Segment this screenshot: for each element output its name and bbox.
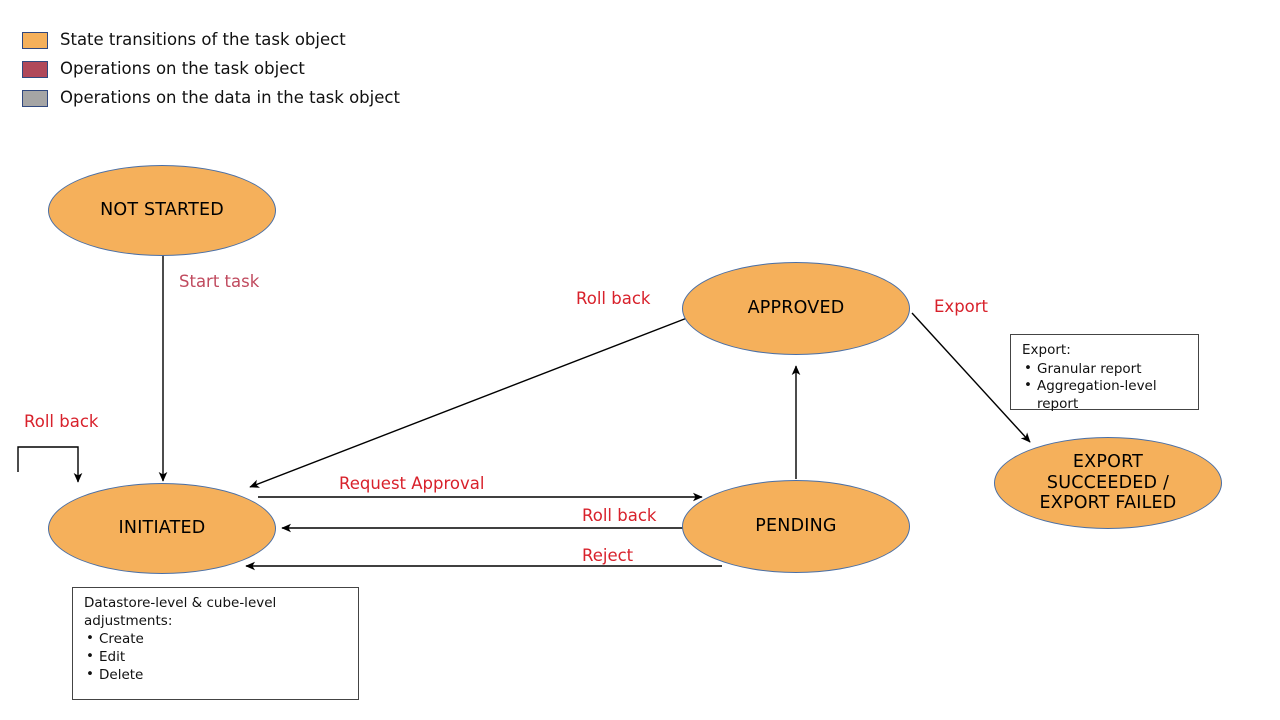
note-export-item: Granular report [1022,360,1189,379]
note-datastore-list: Create Edit Delete [84,630,349,685]
note-export: Export: Granular report Aggregation-leve… [1010,334,1199,412]
note-datastore-item: Edit [84,648,349,667]
edge-label-export: Export [934,297,989,316]
edge-label-start-task: Start task [179,272,260,291]
legend: State transitions of the task object Ope… [22,26,400,113]
note-export-list: Granular report Aggregation-level report [1022,360,1189,414]
note-datastore: Datastore-level & cube-level adjustments… [72,587,359,700]
edge-label-request-approval: Request Approval [339,474,485,493]
edge-roll-back-approved [249,312,701,488]
edge-label-roll-back-approved: Roll back [576,289,651,308]
note-datastore-title: Datastore-level & cube-level adjustments… [84,595,277,629]
node-label-pending: PENDING [755,516,837,537]
legend-item-operations-data: Operations on the data in the task objec… [22,84,400,113]
node-initiated[interactable]: INITIATED [48,483,276,574]
edge-label-reject: Reject [582,546,634,565]
node-label-initiated: INITIATED [118,518,206,539]
legend-swatch-state-transitions [22,32,48,49]
legend-swatch-operations-task [22,61,48,78]
legend-item-state-transitions: State transitions of the task object [22,26,400,55]
edge-label-roll-back-initiated-self: Roll back [24,412,99,431]
node-label-not-started: NOT STARTED [100,200,224,221]
edge-roll-back-initiated-self [17,446,83,483]
legend-swatch-operations-data [22,90,48,107]
note-export-item: Aggregation-level report [1022,377,1189,414]
legend-label-operations-data: Operations on the data in the task objec… [60,88,400,108]
note-export-title: Export: [1022,342,1071,358]
legend-label-operations-task: Operations on the task object [60,59,305,79]
node-label-approved: APPROVED [747,298,845,319]
note-datastore-item: Delete [84,666,349,685]
edge-label-roll-back-pending: Roll back [582,506,657,525]
node-not-started[interactable]: NOT STARTED [48,165,276,256]
legend-label-state-transitions: State transitions of the task object [60,30,346,50]
node-label-export-result: EXPORT SUCCEEDED / EXPORT FAILED [1039,452,1177,514]
node-approved[interactable]: APPROVED [682,262,910,355]
legend-item-operations-task: Operations on the task object [22,55,400,84]
node-pending[interactable]: PENDING [682,480,910,573]
node-export-result[interactable]: EXPORT SUCCEEDED / EXPORT FAILED [994,437,1222,529]
note-datastore-item: Create [84,630,349,649]
edge-export [911,312,1031,443]
